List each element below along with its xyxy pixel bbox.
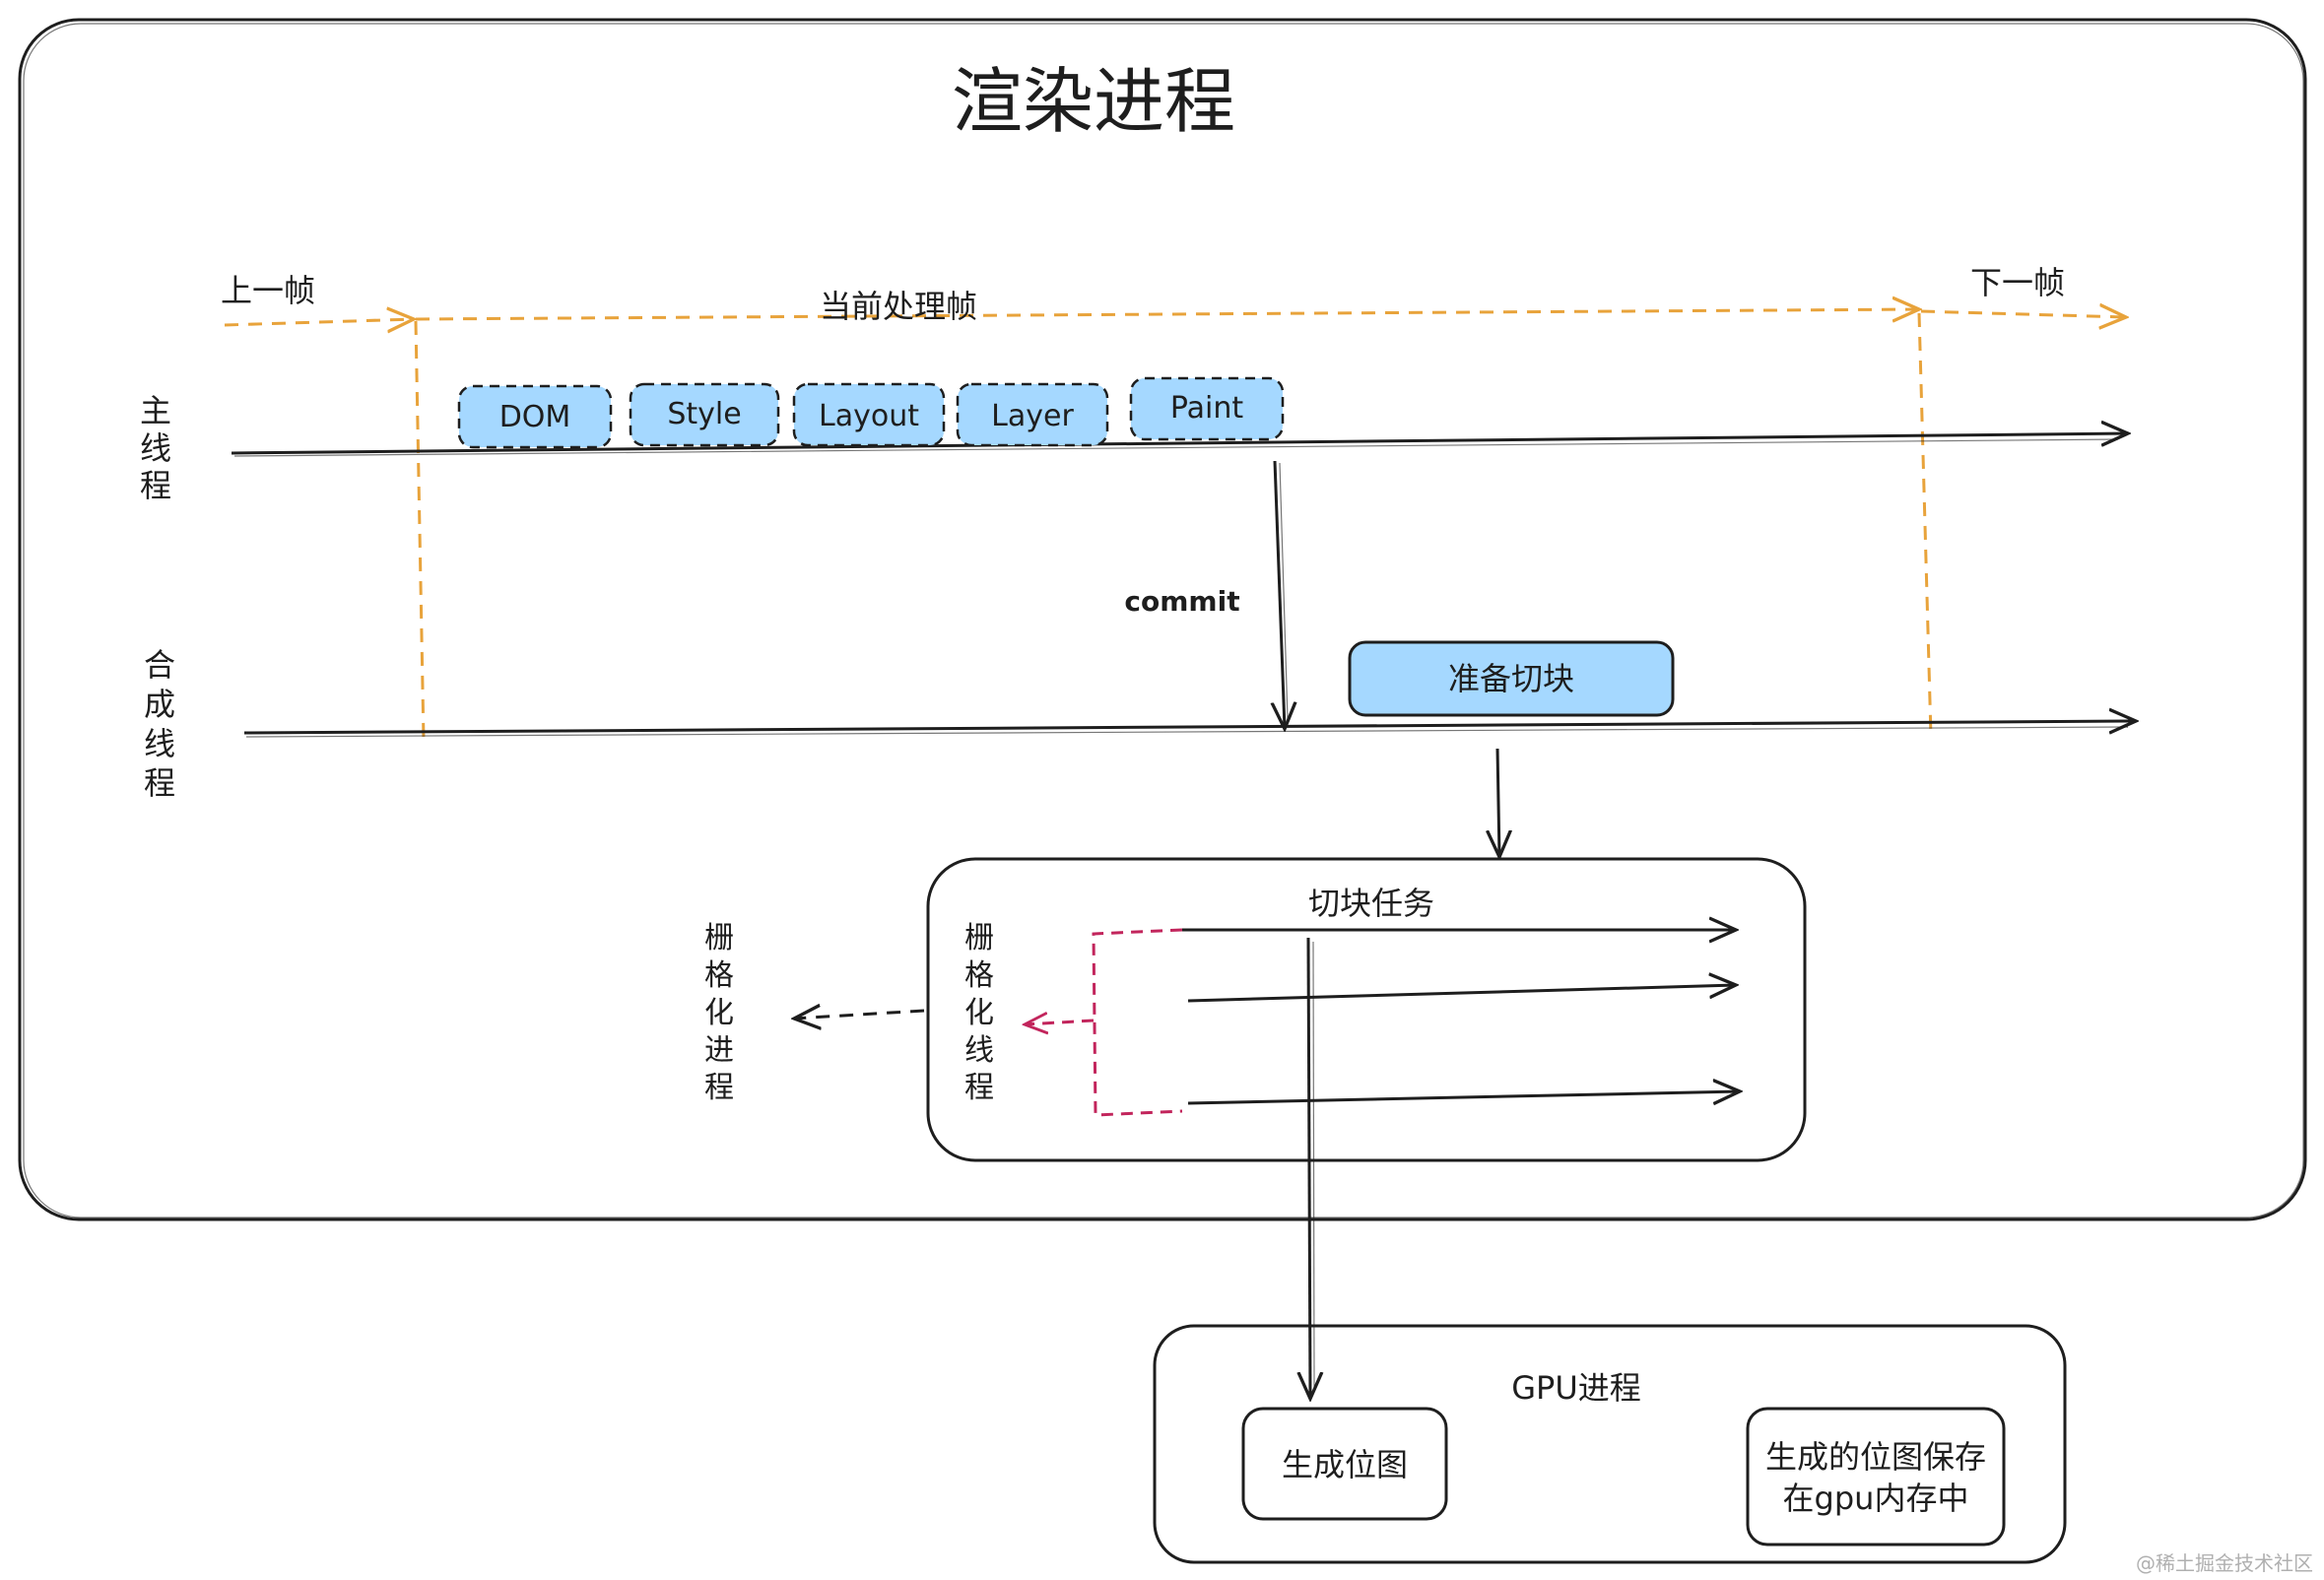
raster-thread-label: 栅 格 化 线 程 — [964, 921, 994, 1105]
current-frame-label: 当前处理帧 — [820, 288, 977, 325]
svg-text:Layer: Layer — [991, 399, 1074, 433]
step-layout: Layout — [792, 382, 946, 447]
watermark: @稀土掘金技术社区 — [2136, 1551, 2313, 1575]
svg-text:合: 合 — [144, 646, 175, 684]
svg-text:线: 线 — [140, 429, 171, 467]
svg-text:程: 程 — [704, 1071, 734, 1105]
svg-text:Paint: Paint — [1170, 391, 1243, 426]
svg-text:成: 成 — [144, 686, 175, 723]
svg-text:栅: 栅 — [964, 921, 994, 955]
commit-label: commit — [1124, 585, 1239, 618]
raster-thread-box — [926, 857, 1807, 1162]
compositor-thread-arrow — [243, 721, 2136, 733]
main-steps: DOM Style Layout Layer Paint — [457, 376, 1285, 449]
main-thread-arrow — [231, 433, 2128, 455]
svg-text:程: 程 — [964, 1071, 994, 1105]
svg-text:进: 进 — [704, 1033, 734, 1068]
raster-process-arrow — [794, 1011, 925, 1019]
step-layer: Layer — [956, 382, 1109, 447]
svg-text:Style: Style — [667, 397, 741, 431]
tile-tasks-label: 切块任务 — [1308, 885, 1434, 922]
main-thread-label: 主 线 程 — [140, 392, 171, 504]
svg-text:主: 主 — [140, 392, 171, 429]
step-style: Style — [629, 382, 780, 447]
next-frame-label: 下一帧 — [1970, 264, 2065, 301]
svg-text:生成位图: 生成位图 — [1282, 1446, 1408, 1483]
gpu-title: GPU进程 — [1511, 1369, 1641, 1407]
prepare-tiles-box: 准备切块 — [1348, 640, 1675, 717]
svg-text:Layout: Layout — [819, 399, 919, 433]
svg-text:线: 线 — [144, 725, 175, 762]
svg-text:化: 化 — [964, 996, 994, 1030]
step-dom: DOM — [457, 384, 613, 449]
svg-text:程: 程 — [144, 764, 175, 802]
raster-to-gpu-arrow — [1308, 937, 1310, 1399]
svg-text:化: 化 — [704, 996, 734, 1030]
raster-process-label: 栅 格 化 进 程 — [704, 921, 734, 1105]
prev-frame-label: 上一帧 — [221, 272, 315, 309]
raster-dispatch-bracket — [1025, 928, 1183, 1117]
page-title: 渲染进程 — [952, 60, 1235, 143]
svg-text:在gpu内存中: 在gpu内存中 — [1783, 1480, 1969, 1517]
commit-arrow — [1275, 460, 1285, 729]
svg-text:格: 格 — [704, 958, 734, 993]
frame-timeline — [224, 309, 2126, 742]
svg-text:准备切块: 准备切块 — [1448, 660, 1574, 697]
svg-text:线: 线 — [964, 1033, 994, 1068]
compositor-thread-label: 合 成 线 程 — [144, 646, 175, 802]
save-bitmap-box: 生成的位图保存 在gpu内存中 — [1746, 1407, 2006, 1547]
generate-bitmap-box: 生成位图 — [1241, 1407, 1448, 1521]
step-paint: Paint — [1129, 376, 1285, 441]
svg-text:栅: 栅 — [704, 921, 734, 955]
svg-text:格: 格 — [964, 958, 994, 993]
render-process-box — [18, 18, 2307, 1221]
svg-text:程: 程 — [140, 467, 171, 504]
svg-text:DOM: DOM — [499, 400, 571, 434]
tile-task-arrows — [1182, 930, 1740, 1103]
prepare-to-raster-arrow — [1497, 748, 1499, 857]
svg-text:生成的位图保存: 生成的位图保存 — [1765, 1438, 1986, 1476]
gpu-process-box — [1153, 1324, 2067, 1564]
